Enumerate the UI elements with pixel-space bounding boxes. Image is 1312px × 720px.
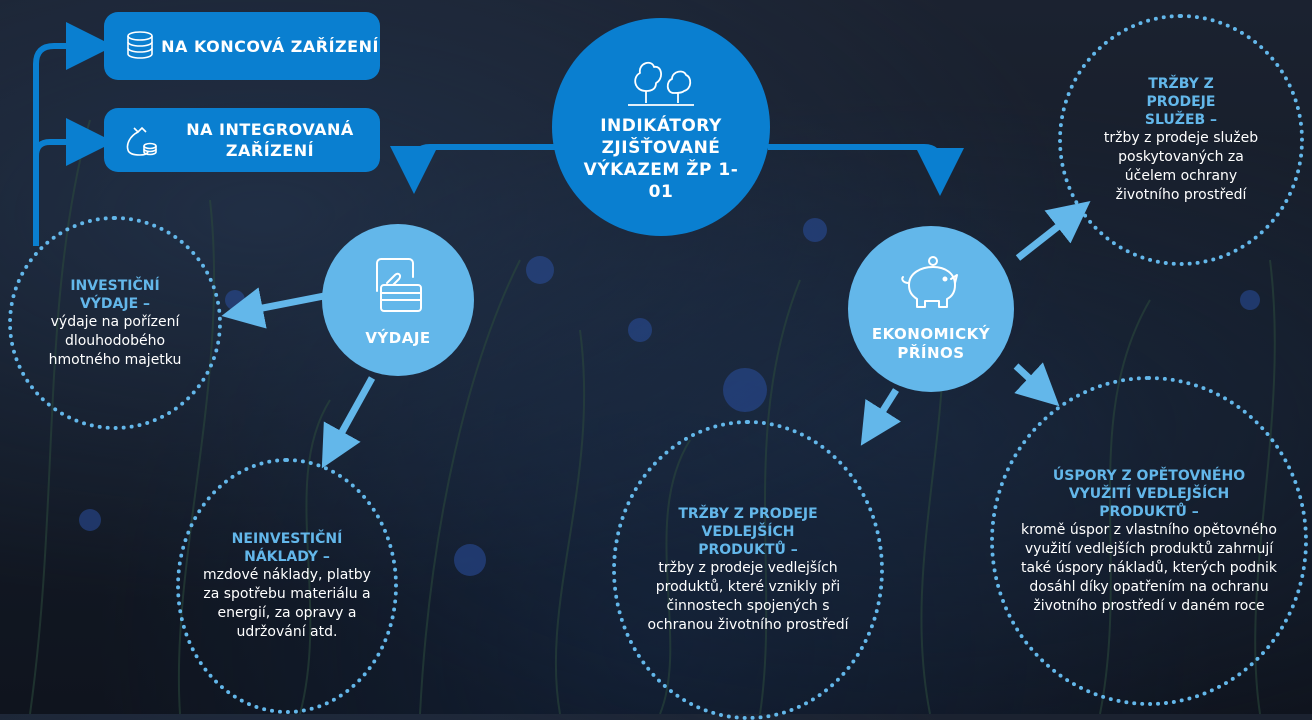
trzby-vedlejsich-body: tržby z prodeje vedlejších produktů, kte… <box>647 560 849 633</box>
ekonomicky-prinos-circle: EKONOMICKÝ PŘÍNOS <box>848 226 1014 392</box>
main-title: INDIKÁTORY ZJIŠŤOVANÉ VÝKAZEM ŽP 1-01 <box>583 116 739 202</box>
trzby-sluzeb-head: TRŽBY Z PRODEJE SLUŽEB – <box>1144 76 1218 128</box>
investicni-body: výdaje na pořízení dlouhodobého hmotného… <box>48 313 182 368</box>
pill-koncova-label: NA KONCOVÁ ZAŘÍZENÍ <box>161 36 379 56</box>
pill-integrovana-zarizeni: NA INTEGROVANÁ ZAŘÍZENÍ <box>104 108 380 172</box>
uspory-head: ÚSPORY Z OPĚTOVNÉHO VYUŽITÍ VEDLEJŠÍCH P… <box>1052 467 1246 520</box>
vydaje-label: VÝDAJE <box>365 328 431 347</box>
piggy-bank-icon <box>901 256 958 308</box>
trzby-sluzeb-circle: TRŽBY Z PRODEJE SLUŽEB – tržby z prodeje… <box>1058 14 1304 266</box>
trzby-vedlejsich-circle: TRŽBY Z PRODEJE VEDLEJŠÍCH PRODUKTŮ – tr… <box>612 420 884 720</box>
neinvesticni-naklady-circle: NEINVESTIČNÍ NÁKLADY – mzdové náklady, p… <box>176 458 398 714</box>
trzby-vedlejsich-head: TRŽBY Z PRODEJE VEDLEJŠÍCH PRODUKTŮ – <box>678 506 818 558</box>
uspory-circle: ÚSPORY Z OPĚTOVNÉHO VYUŽITÍ VEDLEJŠÍCH P… <box>990 376 1308 706</box>
investicni-vydaje-circle: INVESTIČNÍ VÝDAJE – výdaje na pořízení d… <box>8 216 222 430</box>
pill-integrovana-label: NA INTEGROVANÁ ZAŘÍZENÍ <box>186 120 354 160</box>
ekonomicky-label: EKONOMICKÝ PŘÍNOS <box>871 325 991 362</box>
neinvesticni-body: mzdové náklady, platby za spotřebu mater… <box>203 567 371 640</box>
uspory-body: kromě úspor z vlastního opětovného využi… <box>1020 521 1278 614</box>
vydaje-circle: VÝDAJE <box>322 224 474 376</box>
trzby-sluzeb-body: tržby z prodeje služeb poskytovaných za … <box>1103 130 1259 203</box>
neinvesticni-head: NEINVESTIČNÍ NÁKLADY – <box>231 531 343 565</box>
coins-stack-icon <box>127 31 153 59</box>
card-payment-icon <box>376 257 422 312</box>
pill-koncova-zarizeni: NA KONCOVÁ ZAŘÍZENÍ <box>104 12 380 80</box>
money-bag-icon <box>126 126 157 156</box>
trees-icon <box>628 61 694 106</box>
main-indicators-circle: INDIKÁTORY ZJIŠŤOVANÉ VÝKAZEM ŽP 1-01 <box>552 18 770 236</box>
investicni-head: INVESTIČNÍ VÝDAJE – <box>70 277 160 312</box>
